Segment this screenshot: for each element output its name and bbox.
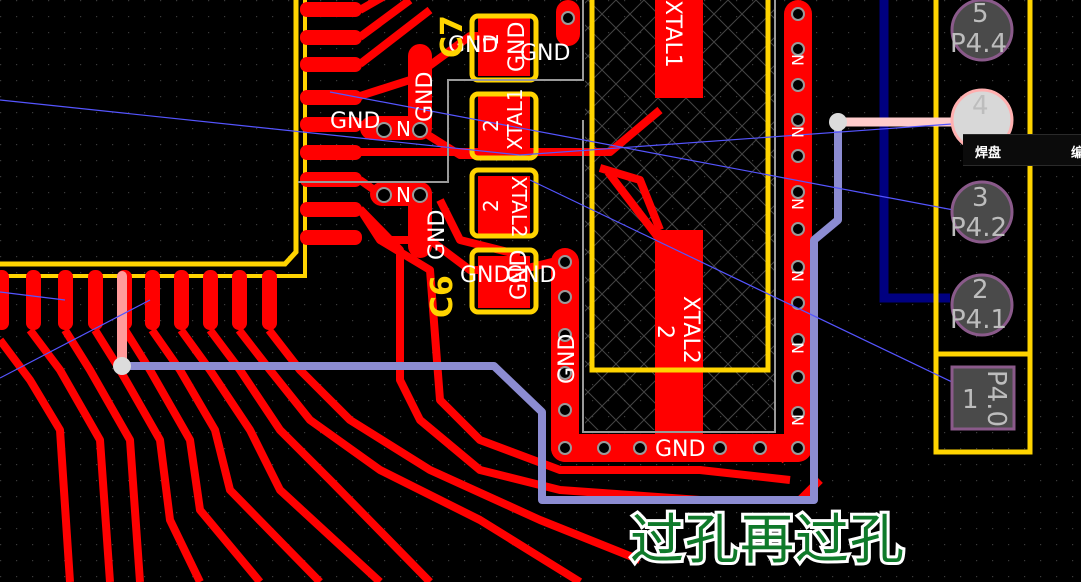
- header-pin-labels: 5 P4.4 4 3 P4.2 2 P4.1 P4.0 1: [950, 0, 1011, 427]
- gnd-label: GND: [448, 33, 498, 58]
- pin-number: 5: [972, 0, 989, 29]
- net-labels: GND N N GND GND GND GND GND GND GND GND …: [330, 0, 705, 462]
- gnd-label: GND: [330, 109, 380, 134]
- n-label: N: [396, 183, 411, 207]
- svg-text:N: N: [788, 342, 807, 354]
- c7-designator: C7: [435, 15, 470, 58]
- c6-designator: C6: [425, 275, 460, 318]
- gnd-label: GND: [413, 72, 438, 122]
- gnd-label: GND: [520, 41, 570, 66]
- pad-number: 2: [479, 119, 503, 132]
- bottom-layer-track[interactable]: [879, 0, 950, 303]
- tooltip-label: 焊盘: [975, 146, 1002, 161]
- board-outline: [298, 0, 776, 433]
- svg-text:N: N: [788, 126, 807, 138]
- xtal1-label: XTAL1: [660, 0, 685, 68]
- gnd-label: GND: [460, 263, 510, 288]
- xtal2-pad-label: XTAL2: [507, 176, 531, 238]
- pad-number: 2: [479, 199, 503, 212]
- pin-net: P4.2: [950, 213, 1007, 243]
- n-label: N: [396, 117, 411, 141]
- gnd-label: GND: [655, 437, 705, 462]
- svg-text:N: N: [788, 54, 807, 66]
- pad-number: 1: [479, 33, 503, 46]
- via-n-labels: N N N N N N: [788, 54, 807, 426]
- gnd-label: GND: [507, 250, 532, 300]
- tooltip-trailing: 编: [1071, 146, 1081, 161]
- pin-number: 4: [972, 91, 989, 121]
- gnd-label: GND: [506, 263, 556, 288]
- xtal1-pad-label: XTAL1: [503, 88, 527, 150]
- xtal2-label: XTAL2: [678, 296, 703, 364]
- chip-left-pads[interactable]: [300, 2, 362, 245]
- chip-bottom-pads[interactable]: [0, 270, 277, 330]
- svg-text:N: N: [788, 270, 807, 282]
- pin-number: 1: [962, 385, 979, 415]
- gnd-label: GND: [555, 334, 580, 384]
- annotation-caption: 过孔再过孔: [627, 505, 907, 574]
- pin-number: 2: [972, 275, 989, 305]
- ratsnest-lines: [0, 91, 981, 394]
- svg-text:N: N: [788, 198, 807, 210]
- pin-net: P4.4: [950, 29, 1007, 59]
- gnd-label: GND: [425, 210, 450, 260]
- pin-number: 3: [972, 183, 989, 213]
- pad-number: 2: [652, 325, 677, 339]
- capacitor-vias[interactable]: [360, 44, 432, 258]
- svg-text:N: N: [788, 414, 807, 426]
- pin-net: P4.0: [981, 370, 1011, 427]
- gnd-label: GND: [505, 22, 530, 72]
- pad-tooltip: 焊盘 编: [963, 134, 1081, 166]
- selected-track[interactable]: [113, 113, 985, 504]
- chip-outline: [0, 0, 299, 267]
- pin-net: P4.1: [950, 305, 1007, 335]
